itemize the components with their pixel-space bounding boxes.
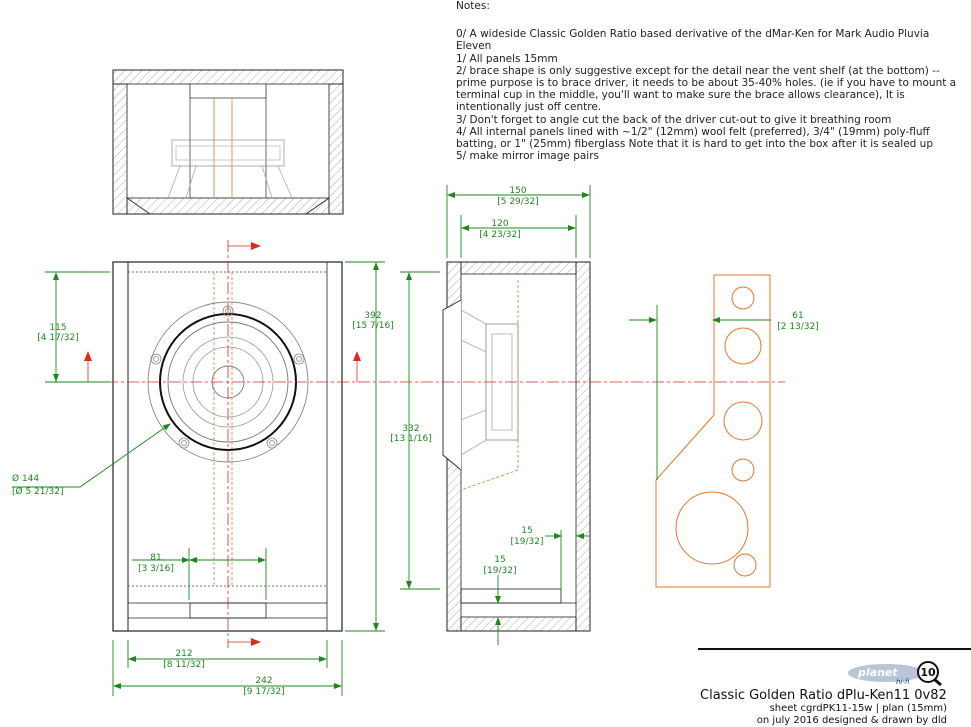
dim-15-back: 15: [521, 526, 532, 536]
top-view: [112, 69, 344, 215]
dim-150: 150: [509, 186, 526, 196]
dim-212-in: [8 11/32]: [163, 660, 205, 670]
side-view: [442, 261, 591, 632]
dim-332: 332: [402, 424, 419, 434]
note-line-1: 1/ All panels 15mm: [456, 52, 558, 65]
dim-120-in: [4 23/32]: [479, 230, 521, 240]
note-line-5: 5/ make mirror image pairs: [456, 150, 600, 163]
logo-number: 10: [920, 666, 936, 679]
dim-120: 120: [491, 219, 508, 229]
dimension-lines: [12, 185, 771, 696]
dim-81: 81: [150, 553, 161, 563]
dim-15-shelf: 15: [494, 555, 505, 565]
notes-heading: Notes:: [456, 0, 490, 12]
dim-driver-dia-in: [Ø 5 21/32]: [12, 486, 64, 497]
dim-driver-dia: Ø 144: [12, 473, 39, 484]
brace-view: [655, 274, 771, 588]
dim-392-in: [15 7/16]: [352, 321, 394, 331]
dim-242: 242: [255, 676, 272, 686]
dim-81-in: [3 3/16]: [138, 564, 174, 574]
dimension-labels: 115 [4 17/32] 392 [15 7/16] 332 [13 1/16…: [12, 186, 819, 697]
dim-15-back-in: [19/32]: [511, 537, 544, 547]
dim-115: 115: [49, 323, 66, 333]
dim-212: 212: [175, 649, 192, 659]
dim-242-in: [9 17/32]: [243, 687, 285, 697]
dim-392: 392: [364, 311, 381, 321]
logo-text-main: planet: [857, 666, 898, 679]
dim-61-in: [2 13/32]: [777, 322, 819, 332]
dim-150-in: [5 29/32]: [497, 197, 539, 207]
note-line-0: 0/ A wideside Classic Golden Ratio based…: [456, 28, 930, 53]
note-line-3: 3/ Don't forget to angle cut the back of…: [456, 113, 892, 126]
dim-332-in: [13 1/16]: [390, 434, 432, 444]
title-block: Classic Golden Ratio dPlu-Ken11 0v82 she…: [700, 688, 971, 727]
credits-label: on july 2016 designed & drawn by dld: [756, 715, 947, 726]
notes-block: Notes: 0/ A wideside Classic Golden Rati…: [456, 0, 964, 162]
planet10-logo: planet hi-fi 10: [848, 661, 942, 686]
drawing-title: Classic Golden Ratio dPlu-Ken11 0v82: [700, 688, 947, 703]
dim-115-in: [4 17/32]: [37, 333, 79, 343]
dim-61: 61: [792, 311, 803, 321]
front-view: [112, 261, 343, 632]
note-line-4: 4/ All internal panels lined with ~1/2" …: [456, 125, 933, 151]
note-line-2: 2/ brace shape is only suggestive except…: [456, 64, 957, 114]
centerlines: [84, 240, 785, 648]
logo-text-sub: hi-fi: [896, 678, 910, 686]
dim-15-shelf-in: [19/32]: [484, 566, 517, 576]
sheet-label: sheet cgrdPK11-15w | plan (15mm): [769, 703, 947, 714]
